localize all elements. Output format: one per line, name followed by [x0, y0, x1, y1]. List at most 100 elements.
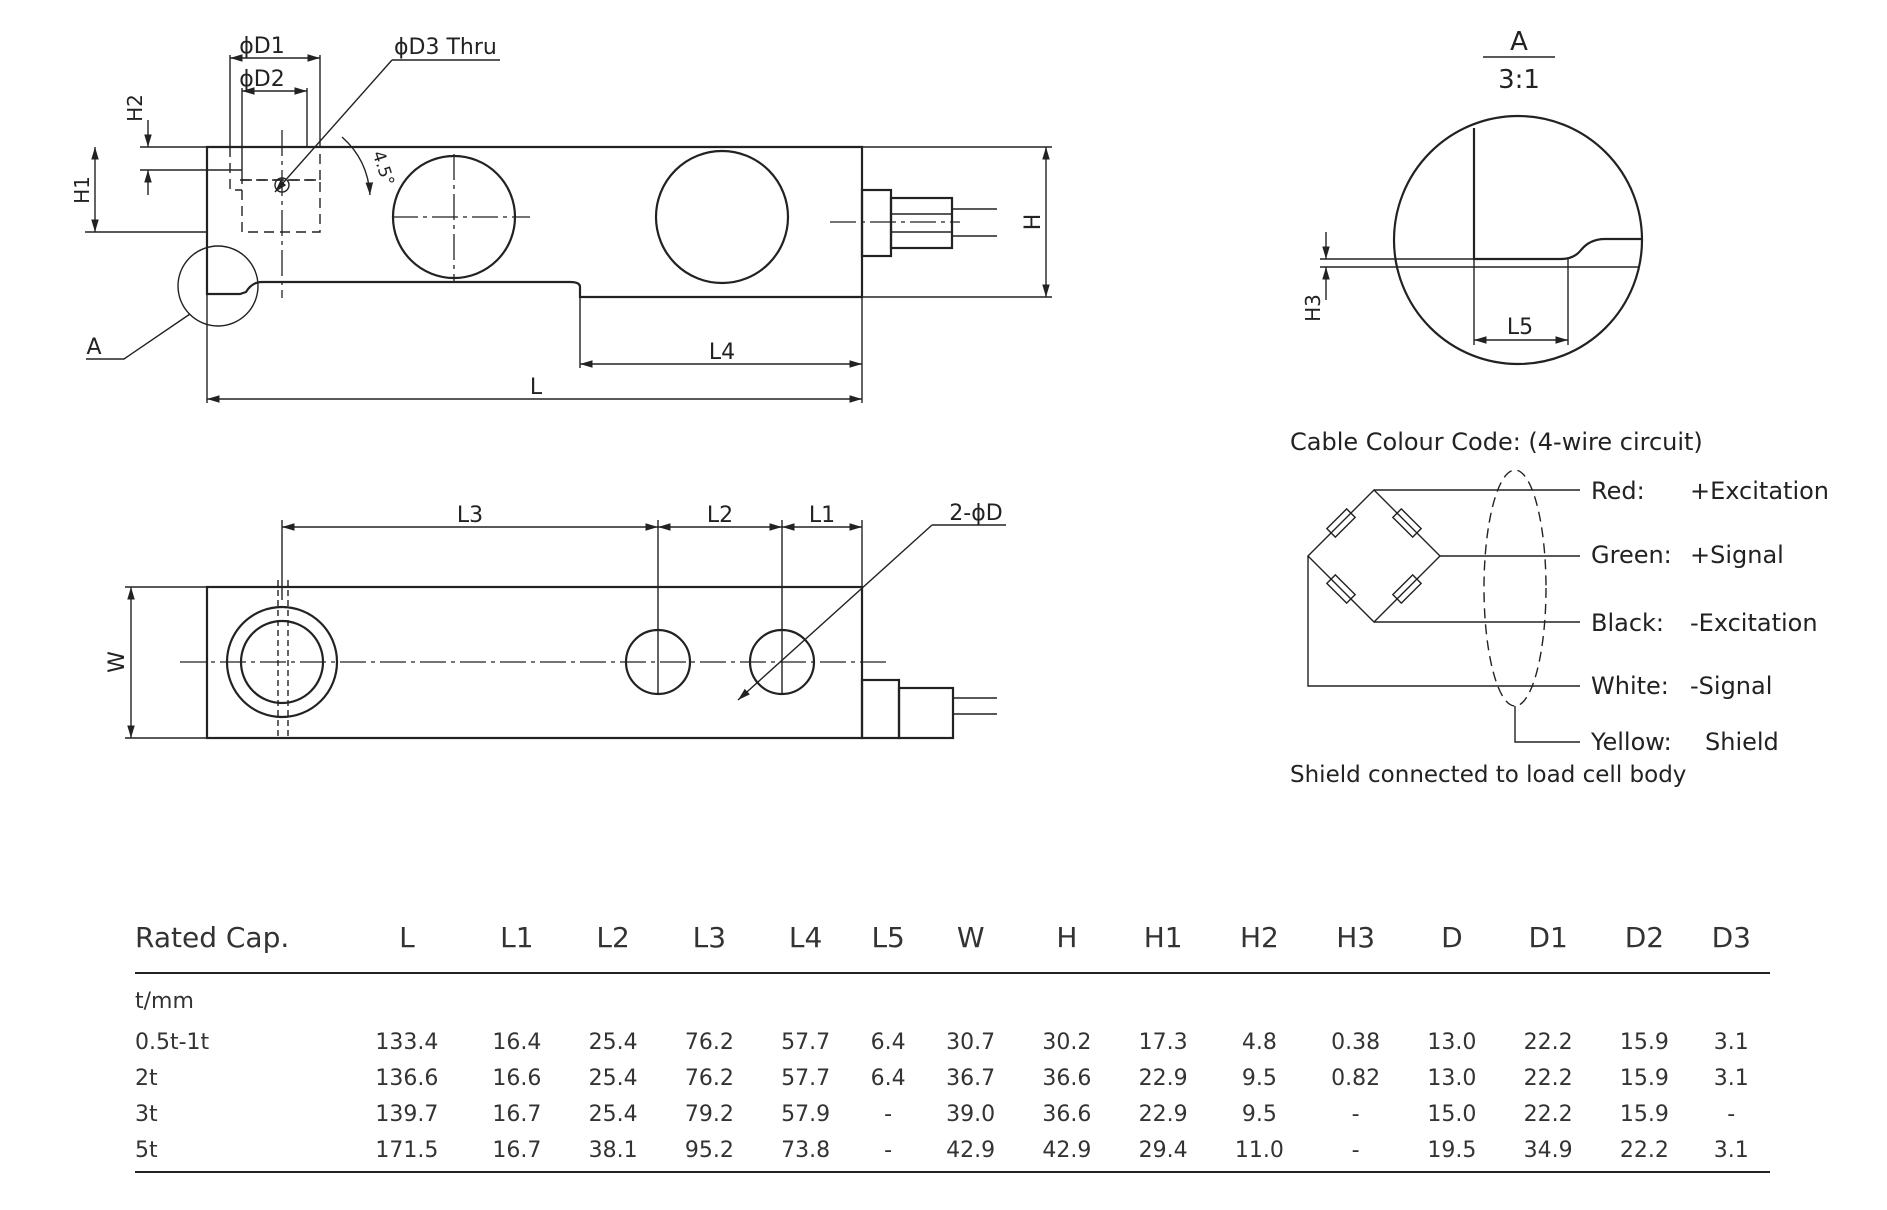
cell: 36.6 — [1042, 1101, 1092, 1127]
label-w: W — [105, 651, 130, 673]
table-row: 0.5t-1t 133.4 16.4 25.4 76.2 57.7 6.4 30… — [135, 1024, 1770, 1060]
cell: 15.0 — [1427, 1101, 1477, 1127]
cell: 5t — [135, 1132, 345, 1173]
wire-red-function: +Excitation — [1690, 477, 1829, 505]
label-d2: ϕD2 — [239, 67, 284, 92]
cell: 34.9 — [1500, 1132, 1597, 1173]
label-a: A — [86, 335, 101, 360]
wire-green-function: +Signal — [1690, 541, 1784, 569]
cell: 0.82 — [1331, 1065, 1381, 1091]
cell: 76.2 — [684, 1029, 734, 1055]
cell: 36.7 — [946, 1065, 996, 1091]
cell: 13.0 — [1427, 1029, 1477, 1055]
label-h1: H1 — [70, 176, 94, 204]
header-d: D — [1403, 905, 1501, 974]
header-w: W — [922, 905, 1019, 974]
cell: 42.9 — [1018, 1132, 1116, 1173]
cell: 6.4 — [870, 1065, 906, 1091]
cell: 22.9 — [1138, 1065, 1188, 1091]
cell: 25.4 — [588, 1101, 638, 1127]
cell: - — [884, 1101, 893, 1127]
cell: 4.8 — [1241, 1029, 1277, 1055]
cell: 16.7 — [492, 1101, 542, 1127]
cell: 22.2 — [1523, 1029, 1573, 1055]
unit-label: t/mm — [135, 988, 194, 1014]
spec-header-row: Rated Cap. L L1 L2 L3 L4 L5 W H H1 H2 H3… — [135, 905, 1770, 974]
cell: 13.0 — [1427, 1065, 1477, 1091]
cell: 16.6 — [492, 1065, 542, 1091]
top-view — [125, 520, 1006, 740]
cell: 22.2 — [1596, 1132, 1693, 1173]
header-h2: H2 — [1211, 905, 1308, 974]
spec-table: Rated Cap. L L1 L2 L3 L4 L5 W H H1 H2 H3… — [135, 905, 1770, 1173]
cell: 39.0 — [946, 1101, 996, 1127]
cell: - — [1351, 1101, 1360, 1127]
cell: 42.9 — [922, 1132, 1019, 1173]
side-detail-a-marker — [177, 245, 259, 327]
cell: 171.5 — [345, 1132, 469, 1173]
cell: 22.9 — [1138, 1101, 1188, 1127]
cell: 76.2 — [684, 1065, 734, 1091]
header-h1: H1 — [1115, 905, 1212, 974]
wire-yellow-function: Shield — [1705, 728, 1779, 756]
side-body-outline — [205, 145, 864, 299]
label-l1: L1 — [809, 503, 835, 528]
cell: 57.7 — [781, 1029, 831, 1055]
unit-row: t/mm — [135, 973, 1770, 1024]
side-counterbore-d2 — [241, 179, 321, 233]
label-h2: H2 — [123, 94, 147, 122]
cell: 57.9 — [781, 1101, 831, 1127]
header-l: L — [345, 905, 469, 974]
side-counterbore-d1 — [229, 147, 242, 191]
table-row: 5t 171.5 16.7 38.1 95.2 73.8 - 42.9 42.9… — [135, 1132, 1770, 1173]
label-l: L — [530, 375, 543, 400]
wire-white — [1307, 556, 1580, 687]
cell: - — [1727, 1101, 1736, 1127]
detail-label: A — [1510, 27, 1528, 57]
detail-a-view — [1320, 56, 1644, 366]
cell: 133.4 — [375, 1029, 439, 1055]
header-d2: D2 — [1596, 905, 1693, 974]
detail-h3: H3 — [1301, 294, 1325, 322]
cell: - — [1307, 1132, 1404, 1173]
header-h: H — [1018, 905, 1116, 974]
cell: 57.7 — [781, 1065, 831, 1091]
wiring-diagram — [1307, 469, 1580, 743]
wire-yellow — [1514, 706, 1580, 743]
shield-note: Shield connected to load cell body — [1290, 762, 1686, 788]
label-h: H — [1021, 214, 1046, 231]
label-d3: ϕD3 Thru — [394, 35, 497, 60]
cell: 17.3 — [1138, 1029, 1188, 1055]
side-view — [85, 54, 1052, 403]
side-connector-nut — [860, 188, 893, 258]
side-connector-thread — [889, 196, 954, 250]
cell: 73.8 — [757, 1132, 854, 1173]
header-l5: L5 — [853, 905, 923, 974]
cell: 30.7 — [946, 1029, 996, 1055]
cell: 15.9 — [1619, 1029, 1669, 1055]
cell: 11.0 — [1211, 1132, 1308, 1173]
wire-white-function: -Signal — [1690, 672, 1772, 700]
header-l4: L4 — [757, 905, 854, 974]
table-row: 2t 136.6 16.6 25.4 76.2 57.7 6.4 36.7 36… — [135, 1060, 1770, 1096]
cell: 15.9 — [1619, 1065, 1669, 1091]
header-l2: L2 — [565, 905, 662, 974]
cell: 36.6 — [1042, 1065, 1092, 1091]
header-l1: L1 — [468, 905, 566, 974]
cell: 15.9 — [1619, 1101, 1669, 1127]
cell: 29.4 — [1115, 1132, 1212, 1173]
cable-title: Cable Colour Code: (4-wire circuit) — [1290, 428, 1703, 456]
cell: 2t — [135, 1065, 158, 1091]
table-row: 3t 139.7 16.7 25.4 79.2 57.9 - 39.0 36.6… — [135, 1096, 1770, 1132]
cell: 30.2 — [1042, 1029, 1092, 1055]
cell: 0.5t-1t — [135, 1029, 210, 1055]
cell: 3.1 — [1713, 1029, 1749, 1055]
detail-l5: L5 — [1507, 315, 1533, 340]
wire-red-color: Red: — [1591, 477, 1645, 505]
top-connector-nut — [860, 678, 901, 740]
label-l4: L4 — [709, 340, 735, 365]
label-2-d: 2-ϕD — [949, 501, 1002, 526]
cell: 16.7 — [468, 1132, 566, 1173]
header-l3: L3 — [661, 905, 758, 974]
